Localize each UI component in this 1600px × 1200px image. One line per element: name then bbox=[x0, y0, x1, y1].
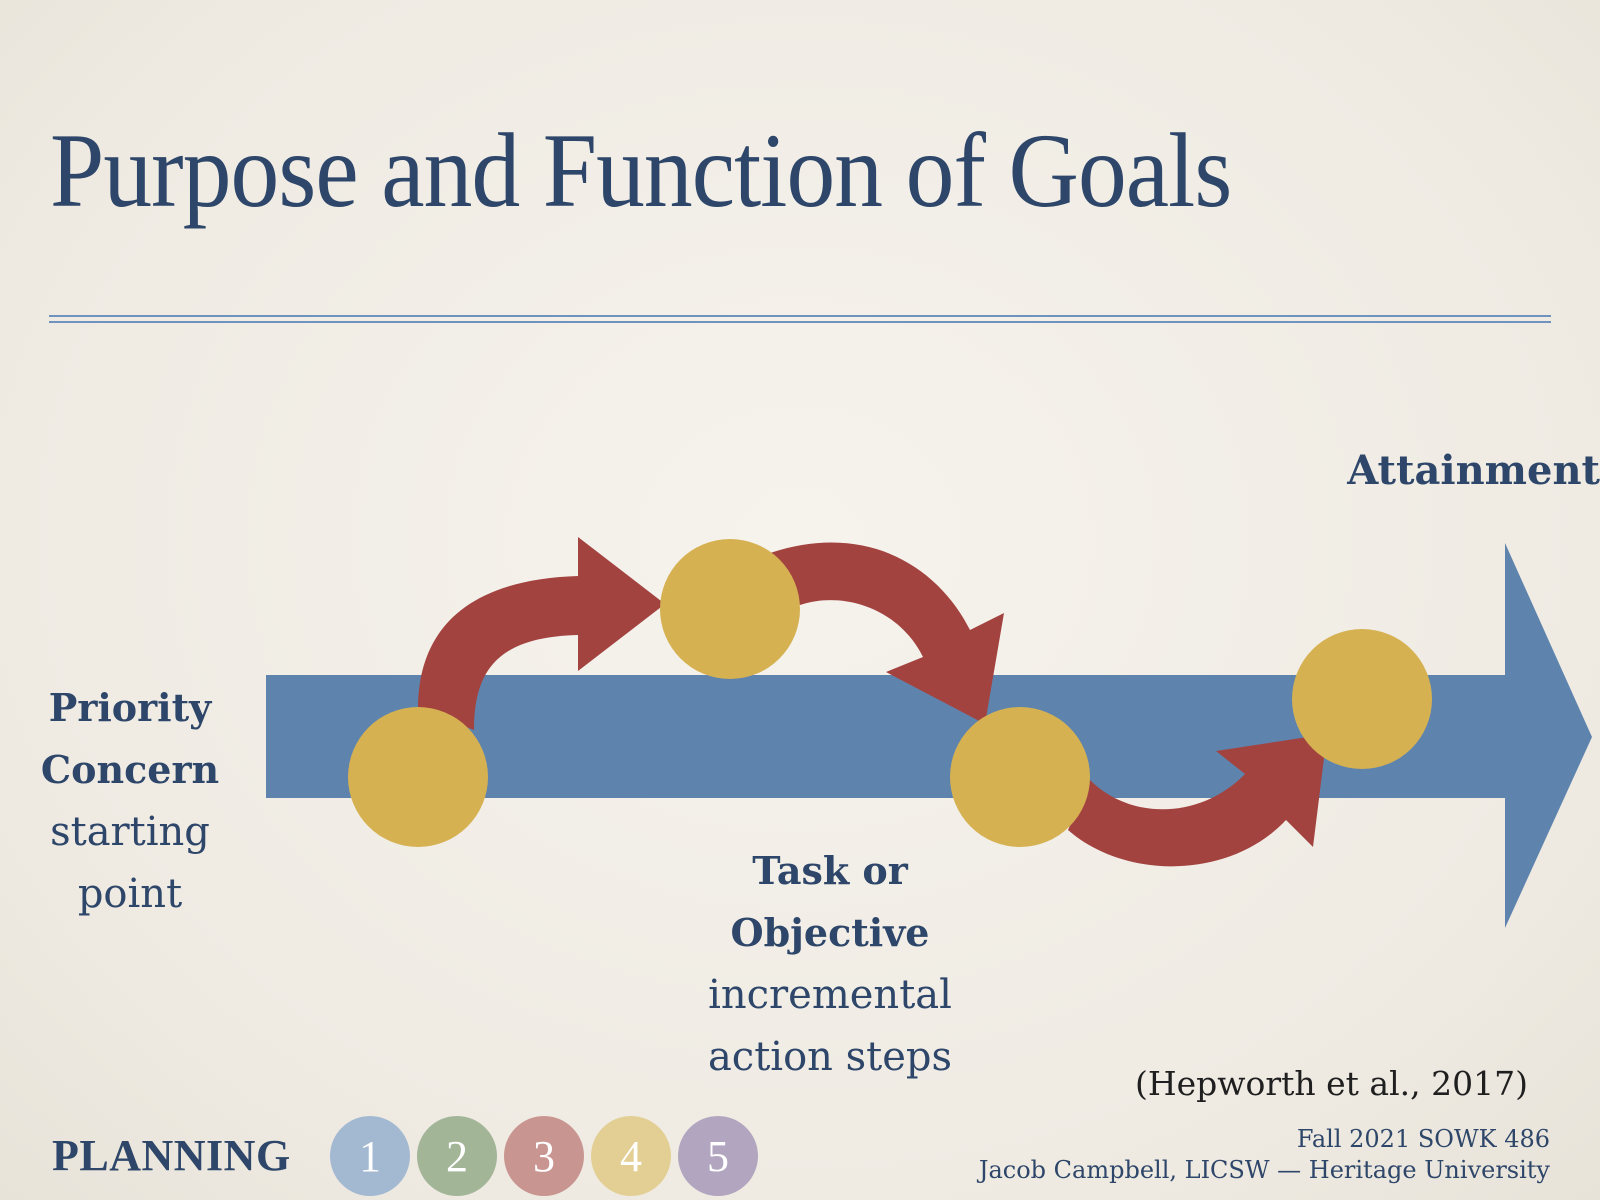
node-start bbox=[348, 707, 488, 847]
node-attainment bbox=[1292, 629, 1432, 769]
citation: (Hepworth et al., 2017) bbox=[1134, 1064, 1528, 1103]
task-label-line2: Objective bbox=[730, 910, 930, 955]
step-arrow-3 bbox=[1068, 734, 1327, 867]
planning-step-5[interactable]: 5 bbox=[678, 1116, 758, 1196]
priority-label-line3: starting bbox=[50, 809, 210, 855]
planning-label: PLANNING bbox=[52, 1131, 291, 1180]
attainment-label: Attainment bbox=[1347, 447, 1600, 494]
title-divider-top bbox=[49, 315, 1551, 317]
node-step-3 bbox=[950, 707, 1090, 847]
slide-title: Purpose and Function of Goals bbox=[50, 112, 1232, 229]
task-objective-label: Task or Objective incremental action ste… bbox=[680, 840, 980, 1088]
planning-step-4[interactable]: 4 bbox=[591, 1116, 671, 1196]
task-label-line1: Task or bbox=[752, 848, 908, 893]
priority-concern-label: Priority Concern starting point bbox=[20, 677, 240, 925]
planning-step-1[interactable]: 1 bbox=[330, 1116, 410, 1196]
task-label-line4: action steps bbox=[707, 1034, 953, 1080]
planning-step-3[interactable]: 3 bbox=[504, 1116, 584, 1196]
step-arrow-1 bbox=[418, 537, 665, 730]
planning-steps: 1 2 3 4 5 bbox=[330, 1116, 758, 1196]
priority-label-line1: Priority bbox=[48, 685, 212, 730]
priority-label-line4: point bbox=[77, 871, 183, 917]
step-arrow-2 bbox=[770, 542, 1004, 724]
task-label-line3: incremental bbox=[708, 972, 952, 1018]
title-divider-bottom bbox=[49, 321, 1551, 323]
node-step-2 bbox=[660, 539, 800, 679]
footer: Fall 2021 SOWK 486 Jacob Campbell, LICSW… bbox=[979, 1124, 1550, 1186]
priority-label-line2: Concern bbox=[40, 747, 220, 792]
footer-course: Fall 2021 SOWK 486 bbox=[1296, 1125, 1550, 1153]
main-progress-arrow bbox=[266, 543, 1592, 928]
footer-author: Jacob Campbell, LICSW — Heritage Univers… bbox=[978, 1156, 1550, 1184]
planning-step-2[interactable]: 2 bbox=[417, 1116, 497, 1196]
